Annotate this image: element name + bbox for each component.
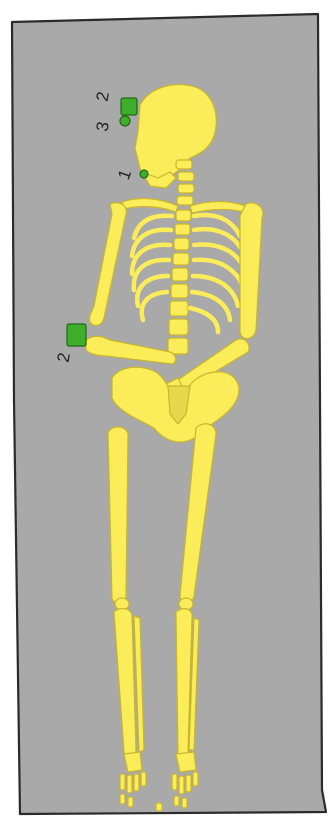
cervical-vertebra [178, 172, 194, 181]
find-2-skull-marker-icon [121, 98, 137, 115]
cervical-vertebra [178, 184, 194, 193]
find-1-neck-marker-icon [140, 170, 148, 178]
cervical-vertebra [176, 160, 192, 169]
find-3-skull-marker-icon [120, 116, 130, 126]
cervical-vertebra [177, 196, 193, 205]
left-femur [108, 427, 128, 603]
find-2-hand-marker-icon [67, 324, 86, 346]
